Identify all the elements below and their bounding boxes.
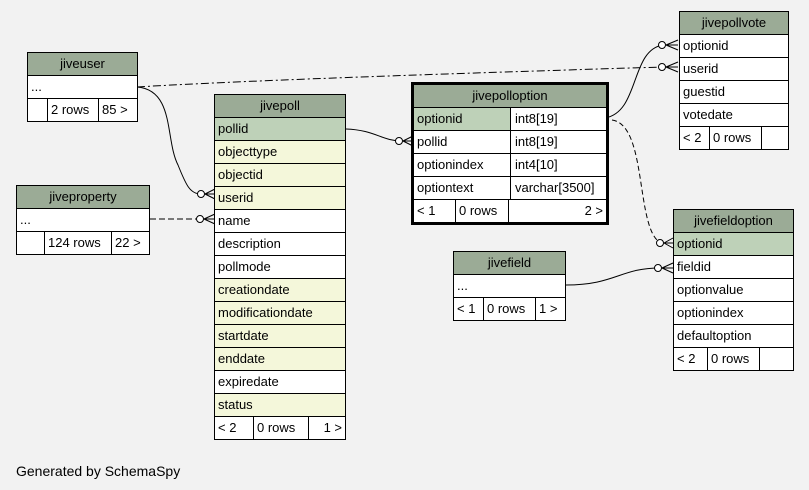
column-row: description — [215, 233, 345, 256]
column-row: modificationdate — [215, 302, 345, 325]
edge-jiveuser-jivepoll — [136, 86, 202, 195]
column-row: optionid — [680, 35, 788, 58]
column-row: pollid — [215, 118, 345, 141]
table-title: jiveproperty — [17, 186, 149, 209]
column-row: optionid — [674, 233, 793, 256]
column-row: startdate — [215, 325, 345, 348]
column-row: enddate — [215, 348, 345, 371]
crowfoot — [203, 213, 216, 225]
column-row: objectid — [215, 164, 345, 187]
table-jivepollvote[interactable]: jivepollvote optionid userid guestid vot… — [679, 11, 789, 150]
table-footer: < 1 0 rows 1 > — [454, 298, 565, 320]
column-row: userid — [215, 187, 345, 210]
table-title: jiveuser — [28, 53, 137, 76]
edge-end-circle — [658, 41, 666, 49]
table-footer: < 1 0 rows 2 > — [414, 200, 606, 222]
table-jivefieldoption[interactable]: jivefieldoption optionid fieldid optionv… — [673, 209, 794, 371]
column-row: creationdate — [215, 279, 345, 302]
table-footer: 2 rows 85 > — [28, 99, 137, 121]
table-footer: < 2 0 rows — [674, 348, 793, 370]
column-row: defaultoption — [674, 325, 793, 348]
edge-end-circle — [197, 190, 205, 198]
column-row: expiredate — [215, 371, 345, 394]
edge-jivefield-jivefieldoption — [565, 267, 661, 286]
edge-end-circle — [654, 264, 662, 272]
edge-end-circle — [658, 63, 666, 71]
table-jivefield[interactable]: jivefield ... < 1 0 rows 1 > — [453, 251, 566, 321]
edge-jivepoll-jivepolloption — [345, 128, 403, 142]
table-footer: 124 rows 22 > — [17, 232, 149, 254]
table-footer: < 2 0 rows — [680, 127, 788, 149]
edge-end-circle — [395, 137, 403, 145]
generated-by-label: Generated by SchemaSpy — [16, 463, 181, 479]
table-title: jivefieldoption — [674, 210, 793, 233]
table-jivepoll[interactable]: jivepoll pollid objecttype objectid user… — [214, 94, 346, 440]
edge-end-circle — [196, 215, 204, 223]
column-row: objecttype — [215, 141, 345, 164]
table-jiveuser[interactable]: jiveuser ... 2 rows 85 > — [27, 52, 138, 122]
column-row: votedate — [680, 104, 788, 127]
crowfoot — [665, 39, 679, 51]
column-row: pollmode — [215, 256, 345, 279]
crowfoot — [663, 237, 674, 249]
edge-jivepolloption-jivepollvote — [604, 44, 664, 119]
table-title: jivepolloption — [414, 85, 606, 108]
column-row: guestid — [680, 81, 788, 104]
column-row: userid — [680, 58, 788, 81]
column-row: optionvalue — [674, 279, 793, 302]
table-title: jivepollvote — [680, 12, 788, 35]
column-row: name — [215, 210, 345, 233]
edge-end-circle — [656, 239, 664, 247]
crowfoot — [665, 61, 679, 73]
edge-jivepolloption-jivefieldoption — [611, 119, 662, 244]
ellipsis-row: ... — [28, 76, 137, 99]
edge-jiveuser-jivepollvote — [136, 66, 664, 88]
table-title: jivefield — [454, 252, 565, 275]
crowfoot — [204, 188, 216, 200]
column-row: fieldid — [674, 256, 793, 279]
column-row: status — [215, 394, 345, 417]
ellipsis-row: ... — [454, 275, 565, 298]
table-jiveproperty[interactable]: jiveproperty ... 124 rows 22 > — [16, 185, 150, 255]
crowfoot — [661, 262, 674, 274]
table-title: jivepoll — [215, 95, 345, 118]
column-row: optionindex — [674, 302, 793, 325]
ellipsis-row: ... — [17, 209, 149, 232]
table-footer: < 2 0 rows 1 > — [215, 417, 345, 439]
